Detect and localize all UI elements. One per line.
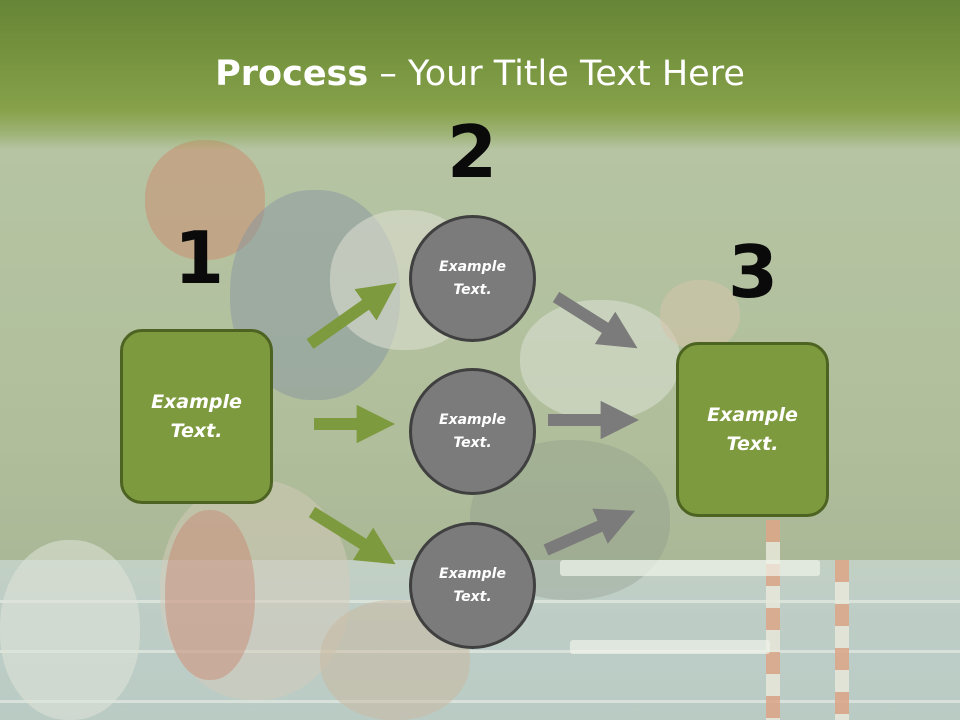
hurdle-post [835, 560, 849, 720]
athlete-shape [660, 280, 740, 350]
step-box-1-text: Example Text. [151, 390, 242, 442]
slide-title: Process – Your Title Text Here [0, 50, 960, 98]
step-box-3-text: Example Text. [707, 403, 798, 455]
step-circle-middle-text: Example Text. [439, 411, 506, 451]
lane-line [0, 650, 960, 653]
step-number-2: 2 [446, 110, 498, 194]
hurdle-bar [570, 640, 770, 654]
step-number-1: 1 [173, 216, 225, 300]
step-circle-top: Example Text. [409, 215, 536, 342]
step-circle-middle: Example Text. [409, 368, 536, 495]
hurdle-bar [560, 560, 820, 576]
step-circle-top-text: Example Text. [439, 258, 506, 298]
athlete-shape [165, 510, 255, 680]
title-rest: – Your Title Text Here [368, 54, 745, 94]
step-circle-bottom-text: Example Text. [439, 565, 506, 605]
step-number-3: 3 [727, 230, 779, 314]
lane-line [0, 700, 960, 703]
athlete-shape [0, 540, 140, 720]
step-circle-bottom: Example Text. [409, 522, 536, 649]
athlete-shape [145, 140, 265, 260]
header-band [0, 0, 960, 150]
step-box-1: Example Text. [120, 329, 273, 504]
step-box-3: Example Text. [676, 342, 829, 517]
title-bold: Process [215, 54, 369, 94]
